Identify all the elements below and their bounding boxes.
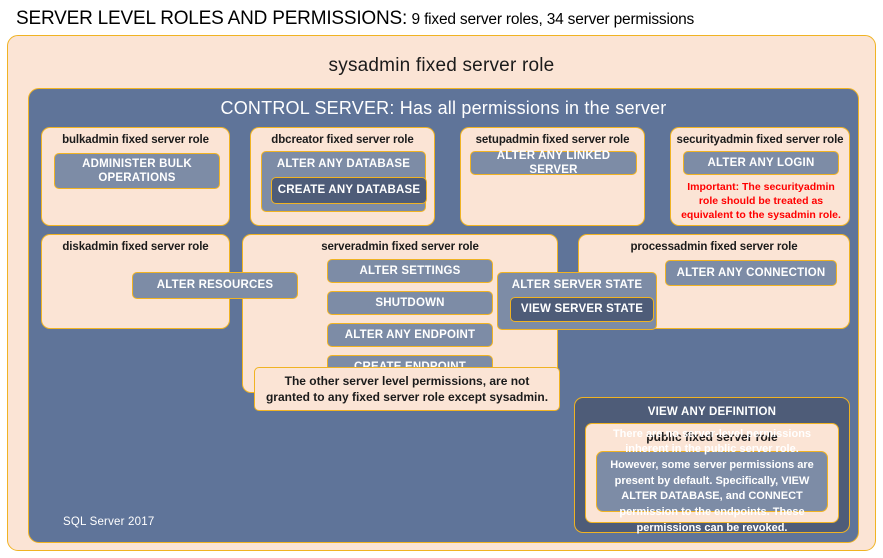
role-title-bulkadmin: bulkadmin fixed server role	[62, 134, 209, 146]
permission-alter-any-linked-server[interactable]: ALTER ANY LINKED SERVER	[470, 150, 637, 176]
role-card-dbcreator: dbcreator fixed server role ALTER ANY DA…	[250, 127, 435, 226]
sysadmin-role-label: sysadmin fixed server role	[328, 55, 555, 76]
permission-alter-server-state-label: ALTER SERVER STATE	[511, 279, 643, 291]
role-title-setupadmin: setupadmin fixed server role	[475, 134, 630, 146]
permission-alter-any-endpoint[interactable]: ALTER ANY ENDPOINT	[327, 323, 493, 347]
control-server-label: CONTROL SERVER: Has all permissions in t…	[220, 98, 667, 118]
sysadmin-role-container: sysadmin fixed server role CONTROL SERVE…	[7, 35, 876, 551]
role-title-securityadmin: securityadmin fixed server role	[676, 134, 844, 146]
footer-version-label: SQL Server 2017	[63, 516, 155, 528]
role-card-setupadmin: setupadmin fixed server role ALTER ANY L…	[460, 127, 645, 226]
permission-alter-any-database-label: ALTER ANY DATABASE	[276, 158, 411, 170]
securityadmin-warning-note: Important: The securityadmin role should…	[681, 181, 841, 222]
permission-administer-bulk-operations[interactable]: ADMINISTER BULK OPERATIONS	[54, 153, 220, 189]
note-other-permissions: The other server level permissions, are …	[254, 367, 560, 411]
role-title-public: public fixed server role	[646, 430, 778, 444]
permission-create-any-database[interactable]: CREATE ANY DATABASE	[271, 177, 427, 204]
role-card-securityadmin: securityadmin fixed server role ALTER AN…	[670, 127, 850, 226]
page-title: SERVER LEVEL ROLES AND PERMISSIONS: 9 fi…	[16, 8, 694, 30]
role-title-dbcreator: dbcreator fixed server role	[271, 134, 414, 146]
control-server-panel: CONTROL SERVER: Has all permissions in t…	[28, 88, 859, 543]
view-any-definition-panel: VIEW ANY DEFINITION public fixed server …	[574, 397, 850, 534]
role-title-diskadmin: diskadmin fixed server role	[62, 241, 209, 253]
permission-alter-settings[interactable]: ALTER SETTINGS	[327, 259, 493, 283]
page-title-subtitle: 9 fixed server roles, 34 server permissi…	[411, 11, 695, 28]
page-title-main: SERVER LEVEL ROLES AND PERMISSIONS:	[16, 8, 408, 29]
role-card-bulkadmin: bulkadmin fixed server role ADMINISTER B…	[41, 127, 230, 226]
role-title-serveradmin: serveradmin fixed server role	[321, 241, 479, 253]
permission-alter-resources[interactable]: ALTER RESOURCES	[132, 272, 298, 299]
permission-view-server-state[interactable]: VIEW SERVER STATE	[510, 297, 654, 322]
public-role-description: There are no server-level permissions in…	[596, 428, 828, 534]
permission-alter-any-connection[interactable]: ALTER ANY CONNECTION	[665, 260, 837, 286]
permission-alter-any-login[interactable]: ALTER ANY LOGIN	[683, 151, 839, 175]
role-title-processadmin: processadmin fixed server role	[630, 241, 798, 253]
role-card-public: public fixed server role There are no se…	[585, 423, 839, 534]
permission-shutdown[interactable]: SHUTDOWN	[327, 291, 493, 315]
permission-view-any-definition: VIEW ANY DEFINITION	[647, 406, 777, 418]
